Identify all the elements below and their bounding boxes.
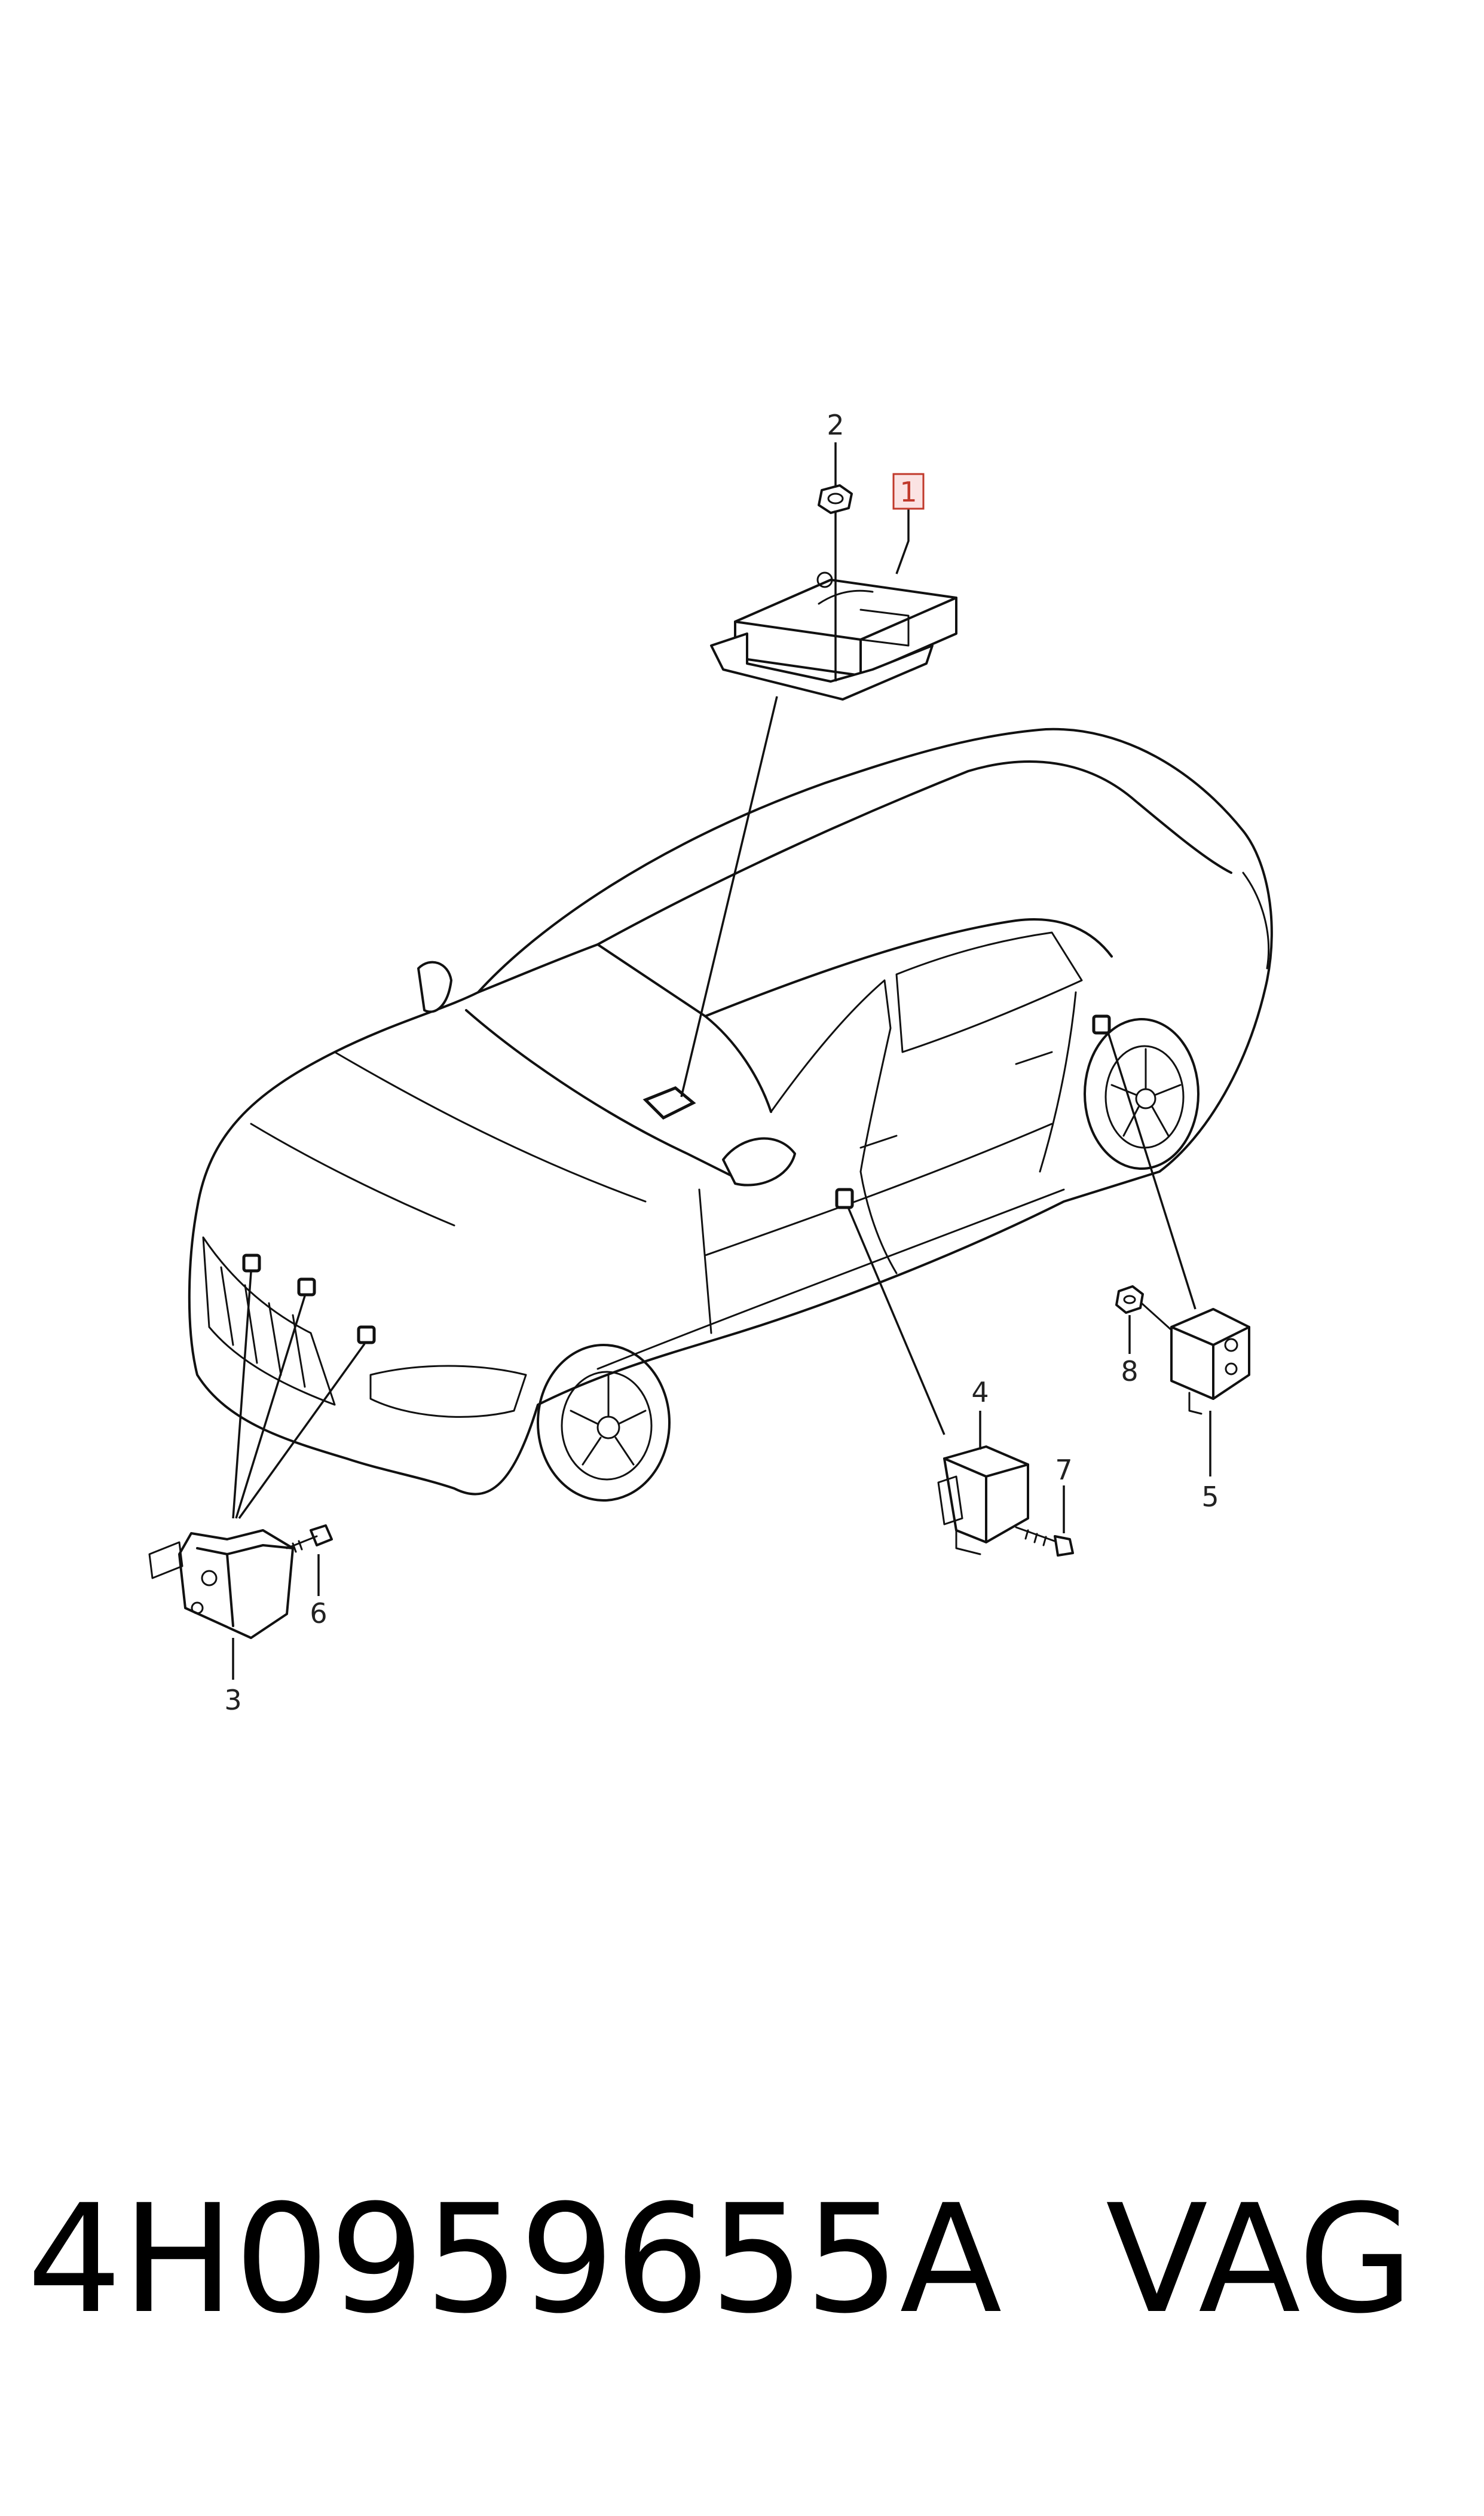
front-sensor-mount-center-icon <box>297 1277 316 1297</box>
part-bolt-6 <box>286 1524 333 1553</box>
car-illustration <box>188 727 1273 1502</box>
callout-3[interactable]: 3 <box>224 1684 241 1716</box>
front-sensor-mount-right-icon <box>357 1325 376 1344</box>
callout-1-highlight <box>892 473 925 510</box>
callout-6[interactable]: 6 <box>310 1597 327 1630</box>
callout-1[interactable]: 1 <box>899 476 917 508</box>
front-sensor-mount-left-icon <box>242 1254 261 1273</box>
part-front-crash-sensor <box>148 1529 294 1639</box>
callout-8[interactable]: 8 <box>1121 1355 1138 1387</box>
callout-2[interactable]: 2 <box>827 409 844 441</box>
part-rear-crash-sensor <box>1170 1308 1250 1415</box>
rear-sensor-mount-icon <box>1092 1014 1111 1035</box>
part-side-crash-sensor <box>937 1445 1029 1555</box>
leader-lines <box>232 442 1211 1680</box>
brand-label: VAG <box>1106 2172 1414 2346</box>
mounting-points <box>242 1014 1111 1344</box>
part-screw-7 <box>1015 1526 1074 1557</box>
part-nut-top <box>818 484 853 514</box>
callout-5[interactable]: 5 <box>1201 1481 1219 1513</box>
part-number-label: 4H0959655A <box>27 2172 1002 2346</box>
callouts: 1 2 3 4 5 6 7 8 <box>224 409 1219 1716</box>
callout-4[interactable]: 4 <box>971 1376 989 1408</box>
part-nut-8 <box>1115 1285 1173 1331</box>
part-airbag-control-unit <box>710 571 957 701</box>
control-unit-mount-icon <box>642 1086 696 1120</box>
door-sensor-mount-icon <box>835 1188 854 1209</box>
callout-7[interactable]: 7 <box>1055 1454 1072 1486</box>
